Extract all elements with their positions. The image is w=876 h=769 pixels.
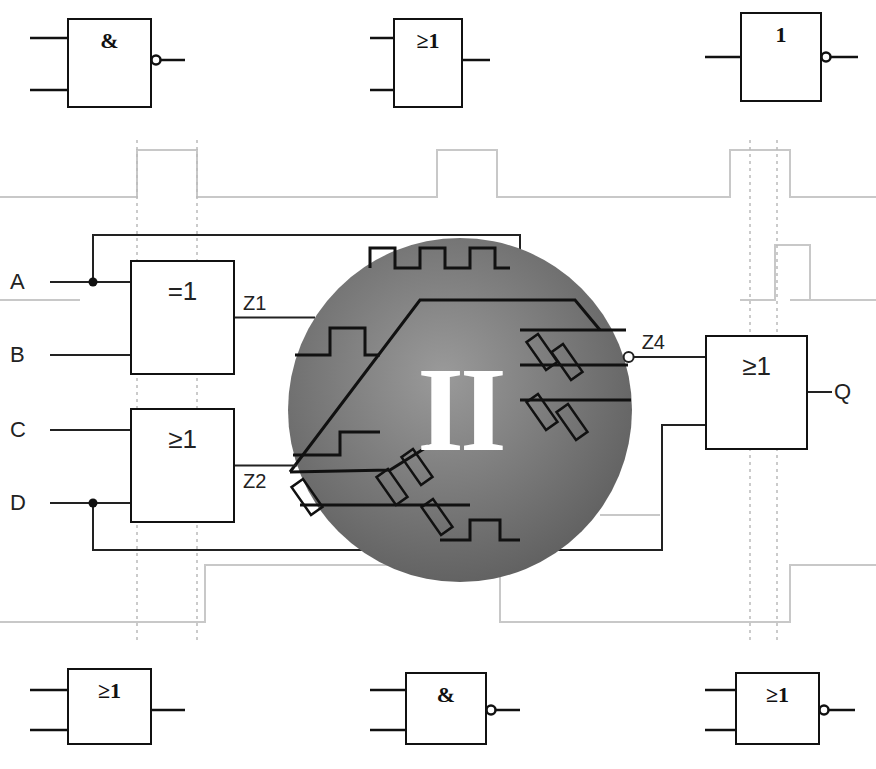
gate-symbol: & <box>100 20 118 54</box>
signal-wire <box>624 352 705 362</box>
signal-name: A <box>8 270 27 294</box>
gate-symbol: ≥1 <box>98 670 121 704</box>
logic-gate: & <box>67 18 152 108</box>
gate-pins <box>30 38 858 730</box>
chip-disc <box>288 238 632 582</box>
gate-symbol: ≥1 <box>416 20 439 54</box>
timing-waveform <box>0 150 876 622</box>
signal-name: Q <box>832 380 853 404</box>
logic-gate: ≥1 <box>705 335 808 450</box>
logic-gate: ≥1 <box>393 18 463 108</box>
logic-gate: ≥1 <box>735 672 820 745</box>
signal-name: Z2 <box>241 470 268 492</box>
chip-disc: II <box>288 238 632 582</box>
gate-symbol: 1 <box>776 14 787 48</box>
signal-name: Z4 <box>640 331 667 353</box>
time-marker <box>137 140 777 640</box>
logic-gate: ≥1 <box>130 408 235 523</box>
signal-wire <box>235 317 315 318</box>
logic-gate: & <box>405 672 487 745</box>
gate-symbol: ≥1 <box>742 337 771 382</box>
logic-gate: =1 <box>130 260 235 375</box>
logic-gate: 1 <box>740 12 822 102</box>
signal-wire <box>235 465 297 466</box>
junction-dot <box>89 278 98 287</box>
gate-symbol: ≥1 <box>766 674 789 708</box>
gate-symbol: =1 <box>168 262 198 307</box>
chip-illustration <box>290 248 631 540</box>
logic-gate: ≥1 <box>67 668 152 745</box>
junction-dot <box>89 499 98 508</box>
signal-name: B <box>8 343 27 367</box>
signal-name: C <box>8 418 28 442</box>
gate-symbol: II <box>417 350 502 470</box>
gate-symbol: & <box>437 674 455 708</box>
signal-name: D <box>8 491 28 515</box>
signal-name: Z1 <box>241 292 268 314</box>
gate-symbol: ≥1 <box>168 410 197 455</box>
chip-pins <box>292 334 588 535</box>
